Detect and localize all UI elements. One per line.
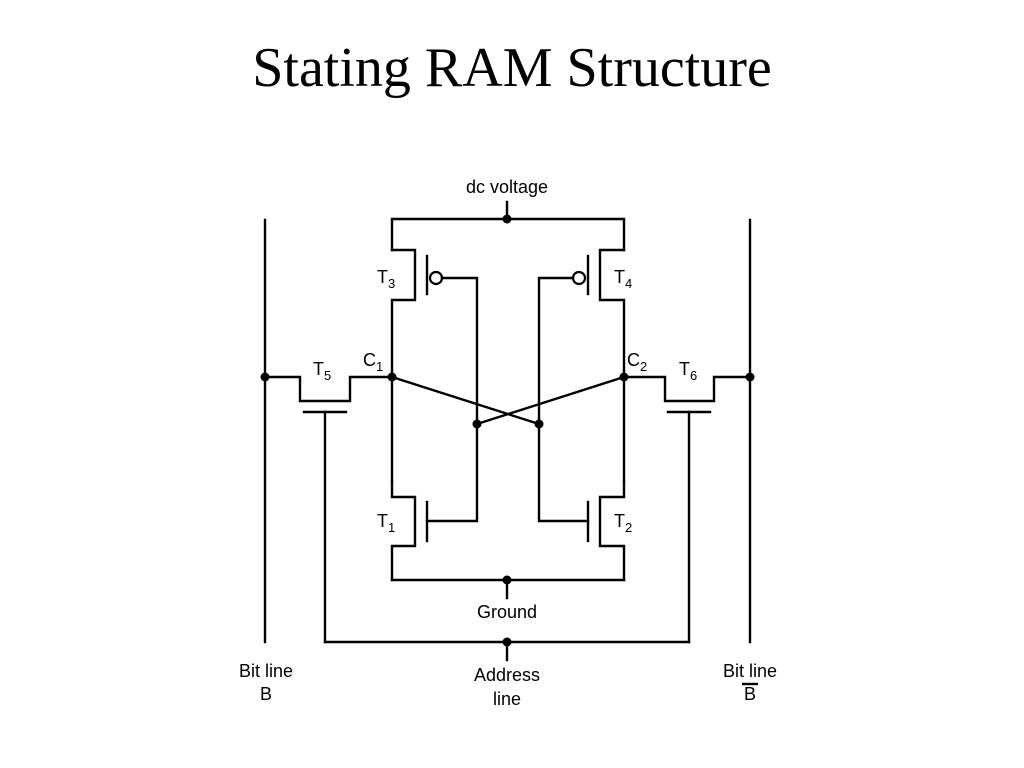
t3-label: T3 — [377, 267, 395, 291]
dc-voltage-node — [502, 214, 512, 224]
t3-channel — [390, 248, 417, 484]
t1-gate-wire — [425, 422, 479, 523]
slide-title: Stating RAM Structure — [252, 37, 772, 99]
transistor-t3 — [390, 248, 479, 484]
address-line-label-1: Address — [474, 665, 540, 685]
t6-label: T6 — [679, 359, 697, 383]
bit-line-bbar-label-2: B — [744, 684, 756, 704]
transistor-t5 — [260, 372, 394, 644]
bit-line-b-label-1: Bit line — [239, 661, 293, 681]
bit-line-b-label-2: B — [260, 684, 272, 704]
t5-label: T5 — [313, 359, 331, 383]
dc-voltage-label: dc voltage — [466, 177, 548, 197]
transistor-t1 — [390, 422, 479, 582]
ground-node — [502, 575, 512, 585]
cross-couple-c1 — [390, 375, 541, 426]
t1-channel — [390, 480, 417, 582]
address-line-node — [502, 637, 512, 647]
transistor-t6 — [622, 372, 755, 644]
ground-label: Ground — [477, 602, 537, 622]
t2-channel — [598, 480, 626, 582]
bit-line-bbar-node — [745, 372, 755, 382]
t3-gate-wire — [440, 276, 479, 426]
t2-gate-wire — [537, 422, 590, 523]
address-line-label-2: line — [493, 689, 521, 709]
t2-label: T2 — [614, 511, 632, 535]
t4-label: T4 — [614, 267, 632, 291]
t6-channel — [622, 375, 752, 403]
cross-couple-c2 — [475, 375, 626, 426]
dc-voltage-rail — [390, 217, 626, 252]
c2-label: C2 — [627, 350, 647, 374]
t5-channel — [263, 375, 394, 403]
transistor-t2 — [537, 422, 626, 582]
transistor-t4 — [537, 248, 626, 484]
bit-line-b-node — [260, 372, 270, 382]
t4-gate-wire — [537, 276, 575, 426]
t3-inversion-bubble — [428, 270, 444, 286]
t1-label: T1 — [377, 511, 395, 535]
t4-inversion-bubble — [571, 270, 587, 286]
t4-channel — [598, 248, 626, 484]
bit-line-bbar-label-1: Bit line — [723, 661, 777, 681]
c1-label: C1 — [363, 350, 383, 374]
